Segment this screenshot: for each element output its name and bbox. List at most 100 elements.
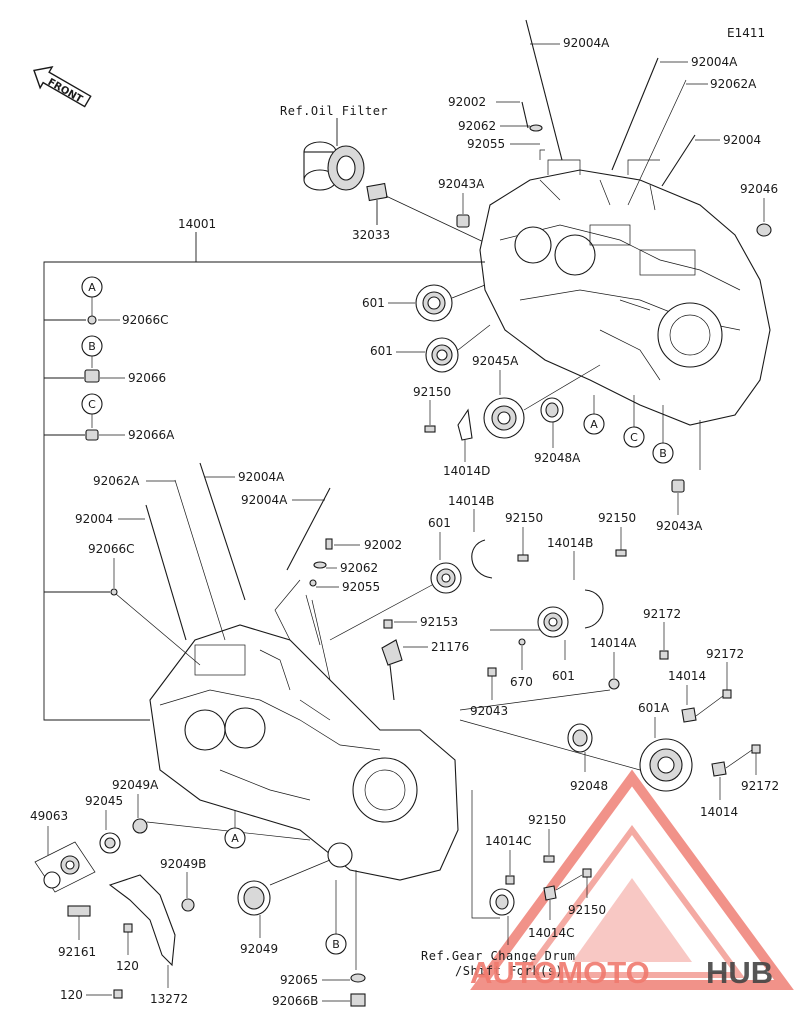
bracket-14014C-b-icon <box>543 885 557 901</box>
label-92172-a: 92172 <box>643 607 681 621</box>
washer-92062-mid-icon <box>313 561 327 569</box>
label-92043A-bot: 92043A <box>656 519 703 533</box>
label-14014B-b: 14014B <box>547 536 593 550</box>
label-601-b: 601 <box>370 344 393 358</box>
ref-gear-change-1: Ref.Gear Change Drum <box>421 949 576 963</box>
label-92046: 92046 <box>740 182 778 196</box>
label-plate-92161-icon <box>67 905 91 917</box>
label-92045A: 92045A <box>472 354 519 368</box>
upper-crankcase-icon <box>479 169 771 426</box>
svg-text:C: C <box>88 398 96 411</box>
label-120-a: 120 <box>116 959 139 973</box>
bearing-601-b-icon <box>425 337 459 373</box>
svg-text:C: C <box>630 431 638 444</box>
label-92062-mid: 92062 <box>340 561 378 575</box>
watermark-text-2: HUB <box>706 955 773 990</box>
bearing-gear-drum-icon <box>489 888 515 916</box>
plug-92066A-icon <box>85 429 99 441</box>
seal-92048-icon <box>567 723 593 753</box>
svg-text:A: A <box>88 281 96 294</box>
label-92045: 92045 <box>85 794 123 808</box>
bolt-14014C-a-icon <box>505 875 515 885</box>
label-92002-mid: 92002 <box>364 538 402 552</box>
bearing-601-a-icon <box>415 284 453 322</box>
washer-92065-icon <box>350 973 366 983</box>
label-14014C-a: 14014C <box>485 834 532 848</box>
label-92004A-top: 92004A <box>563 36 610 50</box>
fitting-32033-icon <box>366 182 388 202</box>
label-92066B: 92066B <box>272 994 318 1008</box>
bearing-601-d-icon <box>537 606 569 638</box>
bolt-92172-c-icon <box>751 744 761 754</box>
svg-text:A: A <box>231 832 239 845</box>
bearing-92045-icon <box>99 832 121 854</box>
ref-gear-change-2: /Shift Fork(s) <box>455 964 563 978</box>
stud-bolts-mid-icon <box>145 462 331 641</box>
label-120-b: 120 <box>60 988 83 1002</box>
label-601-c: 601 <box>428 516 451 530</box>
label-92150-b: 92150 <box>505 511 543 525</box>
label-49063: 49063 <box>30 809 68 823</box>
label-92002-top: 92002 <box>448 95 486 109</box>
label-92065: 92065 <box>280 973 318 987</box>
bearing-601-c-icon <box>430 562 462 594</box>
label-21176: 21176 <box>431 640 469 654</box>
diagram-code: E1411 <box>727 26 765 40</box>
label-14014B-a: 14014B <box>448 494 494 508</box>
label-92055-mid: 92055 <box>342 580 380 594</box>
label-92049B: 92049B <box>160 857 206 871</box>
bolt-92153-icon <box>383 619 393 629</box>
bracket-14014-a-icon <box>681 707 697 723</box>
seal-92048A-icon <box>540 397 564 423</box>
label-92048: 92048 <box>570 779 608 793</box>
label-92048A: 92048A <box>534 451 581 465</box>
lower-crankcase-icon <box>149 624 459 881</box>
label-601-d: 601 <box>552 669 575 683</box>
label-92062A-mid: 92062A <box>93 474 140 488</box>
bracket-14014D-icon <box>457 408 473 441</box>
label-92004A-mid: 92004A <box>238 470 285 484</box>
bolt-92150-a-icon <box>424 425 436 433</box>
label-92150-a: 92150 <box>413 385 451 399</box>
plug-92066B-icon <box>350 993 366 1007</box>
label-92062A-top: 92062A <box>710 77 757 91</box>
label-92150-d: 92150 <box>528 813 566 827</box>
label-13272: 13272 <box>150 992 188 1006</box>
label-92055-top: 92055 <box>467 137 505 151</box>
dowel-92043A-bot-icon <box>671 479 685 493</box>
cover-13272-icon <box>108 874 176 967</box>
label-14014A: 14014A <box>590 636 637 650</box>
label-92004A-mid2: 92004A <box>241 493 288 507</box>
seal-92049B-icon <box>181 898 195 912</box>
bolt-92150-e-icon <box>582 868 592 878</box>
label-14014D: 14014D <box>443 464 490 478</box>
label-14014-a: 14014 <box>668 669 706 683</box>
label-92049A: 92049A <box>112 778 159 792</box>
label-14014C-b: 14014C <box>528 926 575 940</box>
sensor-21176-icon <box>381 639 403 666</box>
label-92004-top: 92004 <box>723 133 761 147</box>
label-92066A-c: 92066A <box>128 428 175 442</box>
label-92150-c: 92150 <box>598 511 636 525</box>
svg-text:B: B <box>332 938 340 951</box>
label-92066C-a: 92066C <box>122 313 169 327</box>
label-92150-e: 92150 <box>568 903 606 917</box>
label-92004-mid: 92004 <box>75 512 113 526</box>
label-92043A-top: 92043A <box>438 177 485 191</box>
seal-92049-icon <box>237 880 271 916</box>
label-92049: 92049 <box>240 942 278 956</box>
bracket-14014-b-icon <box>711 761 727 777</box>
bearing-92045A-icon <box>483 397 525 439</box>
bolt-92150-d-icon <box>543 855 555 863</box>
oring-92055-mid-icon <box>309 579 317 587</box>
svg-text:A: A <box>590 418 598 431</box>
bolt-92150-c-icon <box>615 549 627 557</box>
bolt-92172-a-icon <box>659 650 669 660</box>
ref-oil-filter: Ref.Oil Filter <box>280 104 388 118</box>
label-32033: 32033 <box>352 228 390 242</box>
bearing-601A-icon <box>639 738 693 792</box>
bolt-92002-mid-icon <box>325 538 333 550</box>
label-92062-top: 92062 <box>458 119 496 133</box>
